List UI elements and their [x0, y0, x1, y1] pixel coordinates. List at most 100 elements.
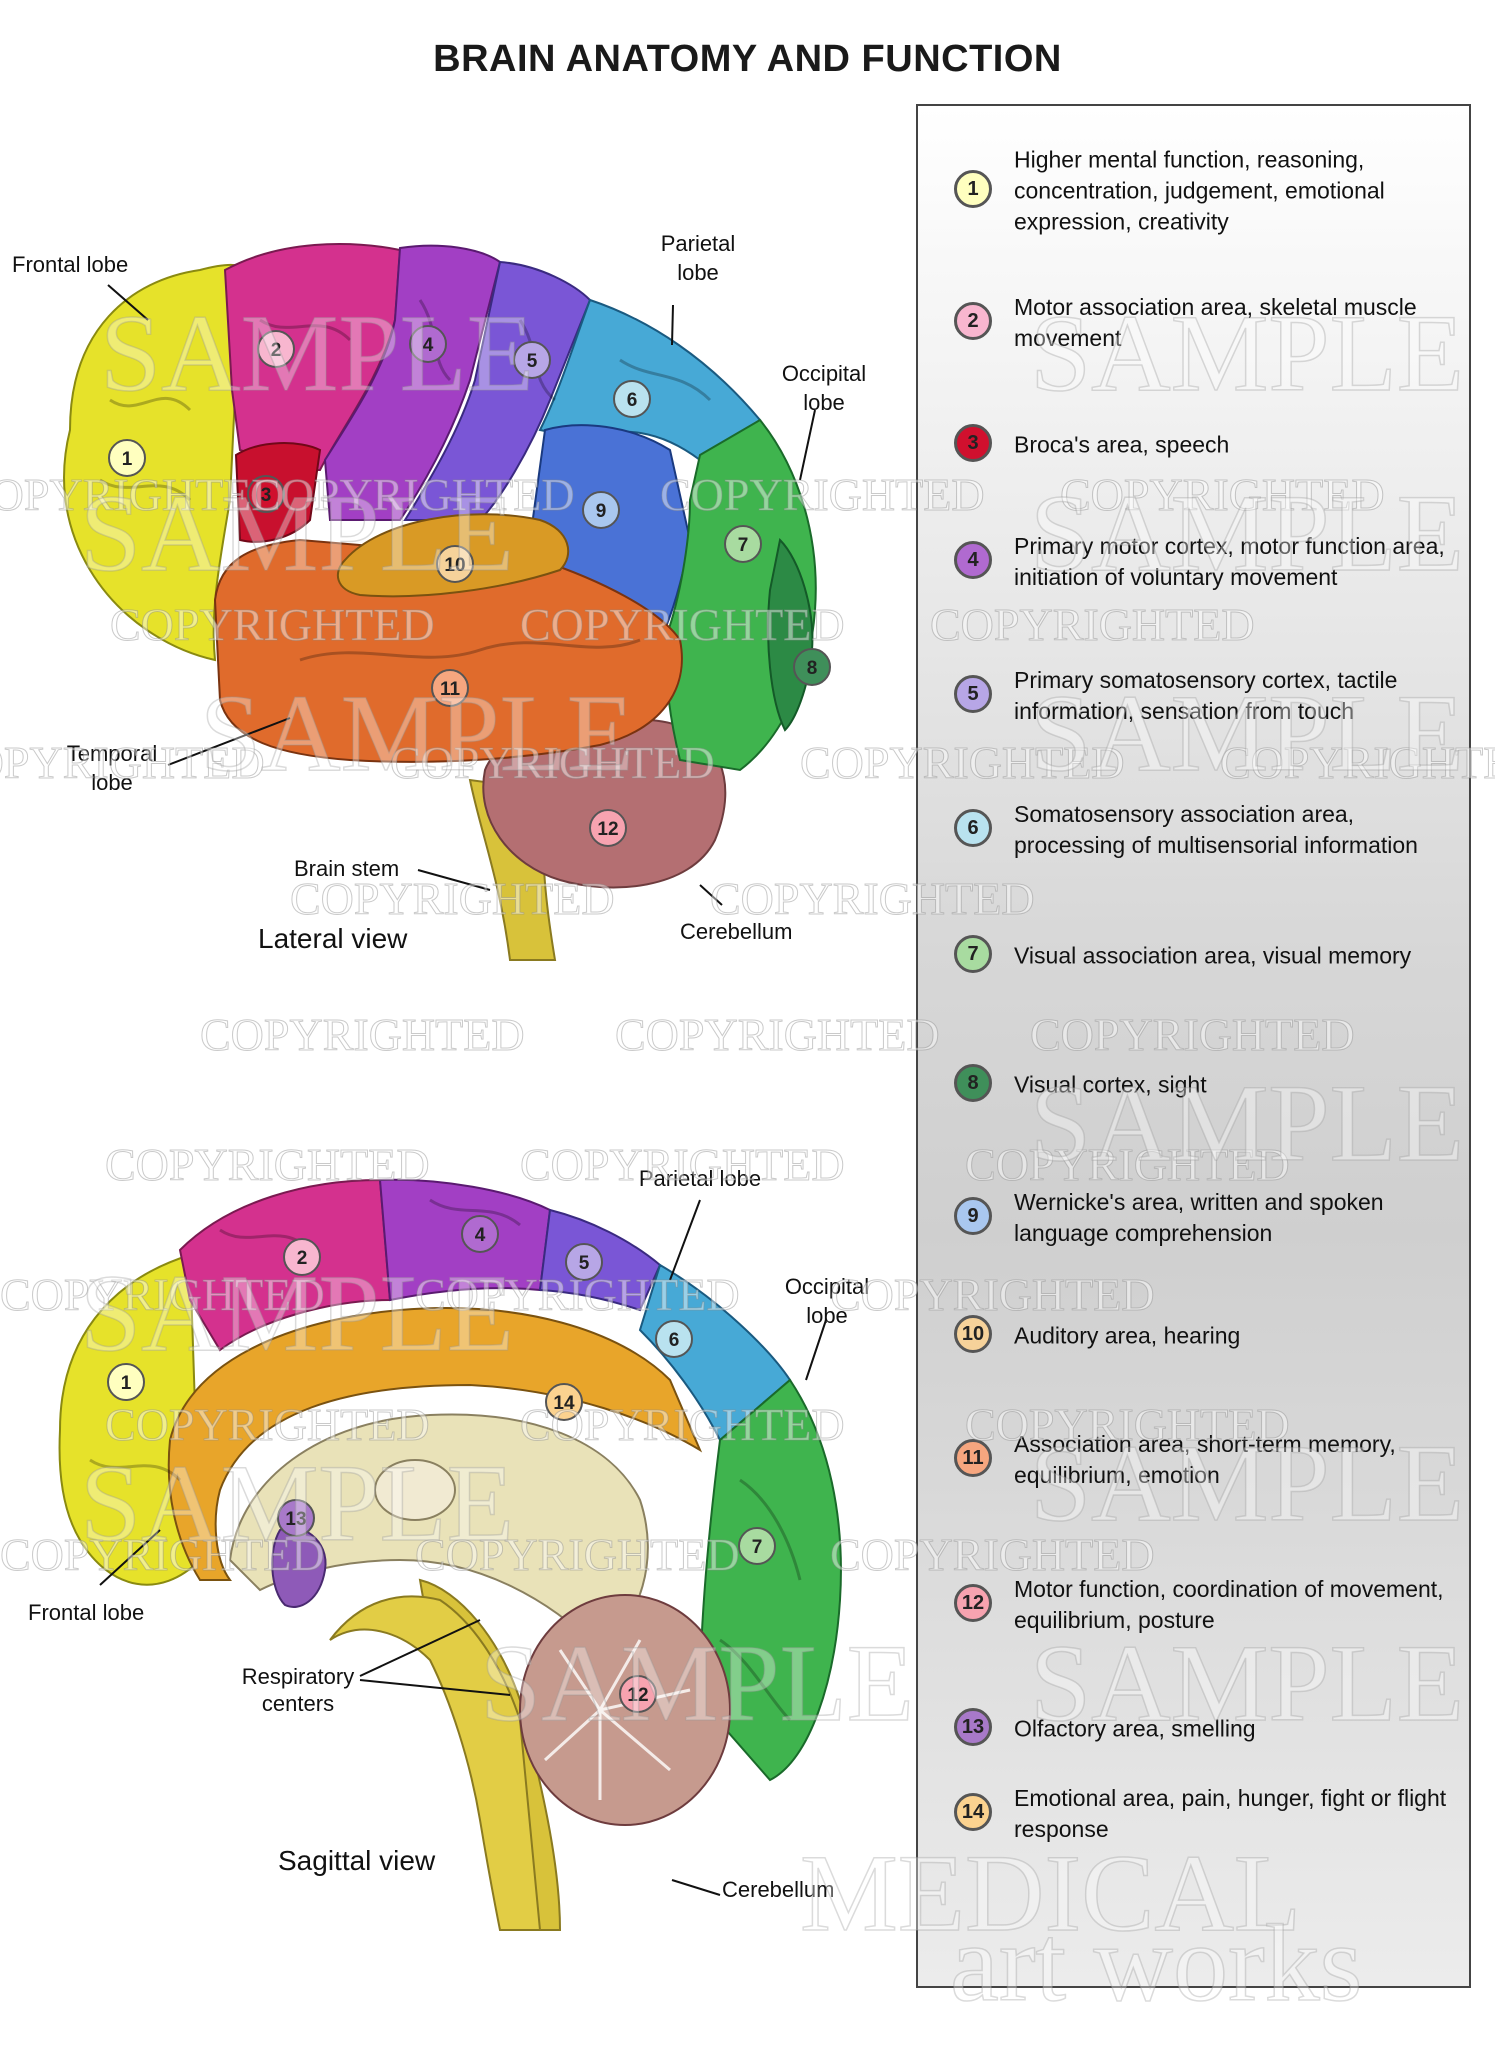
lateral-association-area	[213, 538, 683, 763]
lateral-somato-association	[538, 298, 762, 462]
lateral-label-parietal-2: lobe	[677, 260, 719, 285]
lateral-label-brain-stem: Brain stem	[294, 856, 399, 881]
legend-text: Motor function, coordination of movement…	[1014, 1576, 1444, 1633]
svg-text:12: 12	[597, 819, 618, 840]
lateral-badges: 1 2 3 4 5 6 7 8 9 10 11 12	[108, 325, 831, 847]
lateral-somatosensory	[403, 260, 592, 521]
svg-text:3: 3	[261, 485, 272, 506]
lateral-label-frontal: Frontal lobe	[12, 252, 128, 277]
legend-text: Broca's area, speech	[1014, 431, 1230, 458]
lateral-badge-5: 5	[513, 341, 551, 379]
sagittal-badge-1: 1	[107, 1363, 145, 1401]
sagittal-badge-14: 14	[545, 1383, 583, 1421]
legend-item-7: 7 Visual association area, visual memory	[940, 911, 1460, 1001]
legend-text: Association area, short-term memory, equ…	[1014, 1431, 1396, 1488]
svg-text:13: 13	[285, 1509, 306, 1530]
sagittal-label-respiratory-1: Respiratory	[242, 1664, 354, 1689]
legend-badge: 13	[954, 1708, 992, 1746]
lateral-label-temporal-2: lobe	[91, 770, 133, 795]
svg-text:7: 7	[738, 535, 749, 556]
lateral-badge-10: 10	[436, 545, 474, 583]
svg-text:2: 2	[271, 340, 282, 361]
svg-text:5: 5	[527, 351, 538, 372]
legend-badge: 14	[954, 1793, 992, 1831]
lateral-leader-lines	[107, 284, 816, 906]
legend-text: Auditory area, hearing	[1014, 1322, 1241, 1349]
svg-text:2: 2	[297, 1248, 308, 1269]
sagittal-view-label: Sagittal view	[278, 1845, 436, 1876]
legend-badge: 1	[954, 170, 992, 208]
sagittal-label-occipital-2: lobe	[806, 1303, 848, 1328]
lateral-frontal-lobe	[63, 263, 248, 662]
lateral-badge-6: 6	[613, 380, 651, 418]
legend-text: Olfactory area, smelling	[1014, 1715, 1256, 1742]
svg-text:10: 10	[444, 555, 465, 576]
legend-item-11: 11 Association area, short-term memory, …	[940, 1415, 1460, 1505]
legend-badge: 3	[954, 424, 992, 462]
sagittal-visual-association	[698, 1378, 842, 1782]
sagittal-badges: 1 2 4 5 6 7 12 13 14	[107, 1215, 776, 1713]
legend-badge: 5	[954, 675, 992, 713]
legend-text: Visual cortex, sight	[1014, 1071, 1207, 1098]
legend-item-14: 14 Emotional area, pain, hunger, fight o…	[940, 1769, 1460, 1859]
sagittal-label-frontal: Frontal lobe	[28, 1600, 144, 1625]
legend-item-10: 10 Auditory area, hearing	[940, 1291, 1460, 1381]
sagittal-label-occipital-1: Occipital	[785, 1274, 869, 1299]
sagittal-olfactory-area	[271, 1526, 327, 1608]
lateral-view-label: Lateral view	[258, 923, 408, 954]
legend-badge: 4	[954, 541, 992, 579]
sagittal-label-cerebellum: Cerebellum	[722, 1877, 835, 1902]
sagittal-label-parietal: Parietal lobe	[639, 1166, 761, 1191]
sagittal-brain-stem-lower	[329, 1595, 542, 1931]
legend-text: Wernicke's area, written and spoken lang…	[1014, 1189, 1384, 1246]
sagittal-corpus-region	[228, 1413, 649, 1652]
sagittal-badge-12: 12	[619, 1675, 657, 1713]
svg-text:6: 6	[627, 390, 638, 411]
legend-text: Primary motor cortex, motor function are…	[1014, 533, 1445, 590]
legend-badge: 7	[954, 935, 992, 973]
legend-item-1: 1 Higher mental function, reasoning, con…	[940, 146, 1460, 236]
legend-text: Motor association area, skeletal muscle …	[1014, 294, 1417, 351]
sagittal-leader-lines	[99, 1199, 827, 1896]
sagittal-badge-13: 13	[277, 1499, 315, 1537]
svg-text:8: 8	[807, 658, 818, 679]
svg-text:1: 1	[122, 449, 133, 470]
lateral-badge-1: 1	[108, 439, 146, 477]
lateral-label-cerebellum: Cerebellum	[680, 919, 793, 944]
svg-text:1: 1	[121, 1373, 132, 1394]
legend-text: Primary somatosensory cortex, tactile in…	[1014, 667, 1398, 724]
svg-text:4: 4	[475, 1225, 486, 1246]
svg-text:5: 5	[579, 1253, 590, 1274]
legend-item-12: 12 Motor function, coordination of movem…	[940, 1560, 1460, 1650]
legend-badge: 6	[954, 809, 992, 847]
lateral-badge-12: 12	[589, 809, 627, 847]
svg-text:9: 9	[596, 501, 607, 522]
legend-item-9: 9 Wernicke's area, written and spoken la…	[940, 1173, 1460, 1263]
sagittal-cerebellum	[519, 1594, 731, 1826]
legend-badge: 12	[954, 1584, 992, 1622]
lateral-badge-11: 11	[431, 669, 469, 707]
legend-badge: 8	[954, 1064, 992, 1102]
lateral-badge-9: 9	[582, 491, 620, 529]
sagittal-view: 1 2 4 5 6 7 12 13 14 Parietal lobe Occip…	[28, 1166, 869, 1931]
legend-text: Higher mental function, reasoning, conce…	[1014, 146, 1385, 235]
sagittal-frontal-lobe	[58, 1253, 202, 1586]
legend-badge: 11	[954, 1439, 992, 1477]
lateral-label-temporal-1: Temporal	[67, 741, 157, 766]
lateral-badge-8: 8	[793, 648, 831, 686]
legend-badge: 2	[954, 302, 992, 340]
sagittal-sulci	[89, 1198, 802, 1722]
lateral-label-occipital-1: Occipital	[782, 361, 866, 386]
svg-text:14: 14	[553, 1393, 575, 1414]
legend-item-6: 6 Somatosensory association area, proces…	[940, 785, 1460, 875]
lateral-badge-2: 2	[257, 330, 295, 368]
lateral-badge-3: 3	[247, 475, 285, 513]
function-legend-panel: 1 Higher mental function, reasoning, con…	[916, 104, 1471, 1988]
lateral-badge-4: 4	[409, 325, 447, 363]
lateral-primary-motor	[323, 244, 502, 521]
svg-text:7: 7	[752, 1537, 763, 1558]
legend-item-8: 8 Visual cortex, sight	[940, 1040, 1460, 1130]
legend-badge: 10	[954, 1315, 992, 1353]
legend-item-2: 2 Motor association area, skeletal muscl…	[940, 278, 1460, 368]
legend-text: Emotional area, pain, hunger, fight or f…	[1014, 1785, 1447, 1842]
